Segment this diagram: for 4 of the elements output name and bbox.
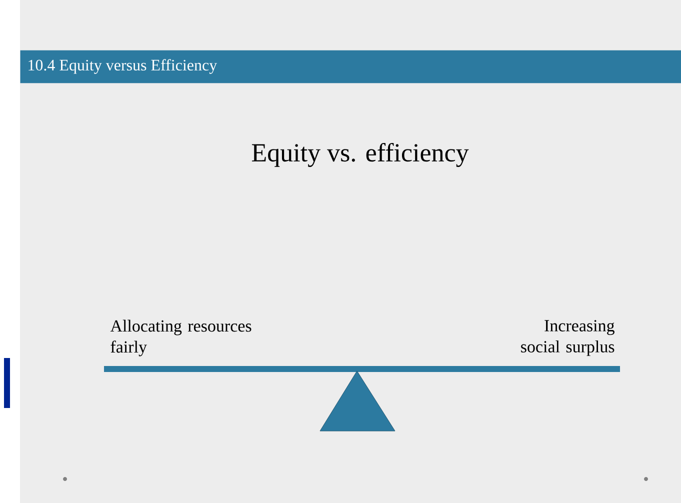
- side-label: Increasing social surplus: [521, 320, 614, 356]
- side-label: Allocating resources fairly: [110, 320, 252, 356]
- slide-title: Equity vs. efficiency: [252, 143, 469, 167]
- header-band: 10.4 Equity versus Efficiency: [20, 50, 681, 84]
